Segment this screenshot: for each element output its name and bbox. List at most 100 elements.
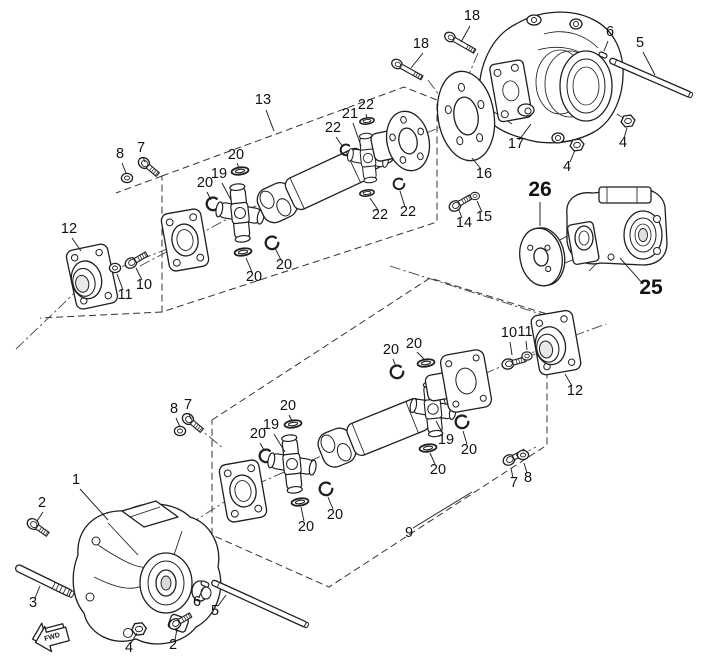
callout-leader-8 — [175, 417, 181, 428]
ring-20 — [290, 496, 310, 508]
part-callout-5: 5 — [211, 603, 219, 619]
callout-leader-17 — [518, 123, 532, 141]
flange-yoke-top — [370, 110, 431, 172]
bolt-10-top — [122, 249, 150, 271]
callout-leader-6 — [198, 586, 205, 598]
part-callout-8: 8 — [524, 470, 532, 486]
callout-leader-10 — [135, 267, 143, 281]
washer-8-bottom-left — [173, 425, 187, 437]
callout-leader-4 — [130, 632, 138, 644]
callout-leader-25 — [619, 257, 644, 285]
brake-disc-16 — [436, 70, 496, 162]
part-callout-7: 7 — [184, 397, 192, 413]
part-callout-20: 20 — [383, 342, 399, 358]
part-callout-20: 20 — [197, 175, 213, 191]
callout-leader-22 — [365, 113, 368, 119]
callout-leader-4 — [569, 149, 576, 163]
callout-leader-18 — [410, 52, 424, 69]
part-callout-2: 2 — [169, 637, 177, 653]
callout-leader-19 — [221, 182, 232, 201]
differential-25 — [566, 186, 668, 272]
part-callout-17: 17 — [508, 136, 524, 152]
callout-leader-20 — [462, 430, 468, 445]
callout-leader-9 — [412, 491, 473, 529]
callout-leader-11 — [525, 340, 528, 351]
part-callout-10: 10 — [136, 277, 152, 293]
callout-leader-1 — [79, 488, 109, 521]
part-callout-14: 14 — [456, 215, 472, 231]
part-callout-15: 15 — [476, 209, 492, 225]
callout-leader-8 — [121, 162, 127, 174]
ring-20 — [283, 418, 303, 430]
flange-12-bottom — [529, 308, 583, 377]
part-callout-22: 22 — [358, 97, 374, 113]
callout-leader-2 — [174, 628, 178, 641]
part-callout-8: 8 — [116, 146, 124, 162]
rod-5-bottom — [211, 579, 309, 629]
callout-leader-13 — [265, 109, 275, 132]
callout-leader-5 — [642, 51, 656, 76]
part-callout-18: 18 — [413, 36, 429, 52]
rear-gearcase-17 — [478, 11, 624, 144]
callout-leader-22 — [335, 136, 344, 148]
washer-8-top — [120, 172, 134, 184]
snap-ring-20 — [389, 364, 405, 380]
part-callout-6: 6 — [606, 24, 614, 40]
ring-20 — [416, 357, 436, 369]
callout-leader-12 — [71, 237, 82, 252]
part-callout-4: 4 — [125, 640, 133, 656]
washer-8-bottom-right — [516, 449, 530, 461]
ring-20 — [418, 442, 438, 454]
part-callout-19: 19 — [211, 166, 227, 182]
part-callout-20: 20 — [276, 257, 292, 273]
washer-11-bottom — [521, 351, 533, 361]
part-callout-13: 13 — [255, 92, 271, 108]
part-callout-22: 22 — [400, 204, 416, 220]
yoke-flange-top — [159, 207, 211, 273]
part-callout-4: 4 — [563, 159, 571, 175]
snap-ring-20 — [264, 235, 280, 251]
fwd-marker: FWD — [31, 622, 70, 653]
callout-leader-7 — [510, 467, 514, 479]
callout-leader-7 — [142, 156, 146, 163]
part-callout-20: 20 — [327, 507, 343, 523]
snap-ring-20 — [318, 481, 334, 497]
callout-leader-14 — [458, 209, 463, 219]
callout-leader-5 — [217, 594, 227, 607]
u-joint-19-bottom-left — [263, 431, 321, 497]
washer-15 — [469, 191, 481, 201]
part-callout-20: 20 — [461, 442, 477, 458]
ring-22 — [358, 116, 376, 126]
callout-leader-20 — [236, 162, 240, 169]
callout-leader-2 — [36, 511, 44, 522]
part-callout-11: 11 — [117, 287, 132, 303]
callout-leader-20 — [300, 506, 305, 522]
callout-leader-12 — [564, 373, 573, 387]
part-callout-6: 6 — [193, 594, 201, 610]
part-callout-21: 21 — [342, 106, 358, 122]
part-callout-22: 22 — [372, 207, 388, 223]
part-callout-12: 12 — [567, 383, 583, 399]
part-callout-3: 3 — [29, 595, 37, 611]
part-callout-4: 4 — [619, 135, 627, 151]
driveshaft-13-box — [161, 86, 438, 313]
part-callout-22: 22 — [325, 120, 341, 136]
disc-26 — [519, 227, 566, 287]
front-differential-1 — [72, 500, 222, 645]
flange-12-top — [64, 242, 120, 311]
callout-leader-20 — [392, 358, 397, 368]
rod-5-top — [609, 57, 694, 99]
part-callout-10: 10 — [501, 325, 517, 341]
callout-leader-19 — [435, 420, 444, 435]
callout-leader-21 — [352, 122, 362, 147]
part-callout-20: 20 — [280, 398, 296, 414]
callout-leader-16 — [471, 157, 482, 170]
part-callout-26: 26 — [528, 178, 551, 201]
callout-leader-20 — [288, 414, 293, 422]
callout-leader-8 — [523, 462, 528, 474]
callout-leader-20 — [274, 247, 282, 261]
rod-3 — [14, 564, 75, 598]
part-callout-2: 2 — [38, 495, 46, 511]
